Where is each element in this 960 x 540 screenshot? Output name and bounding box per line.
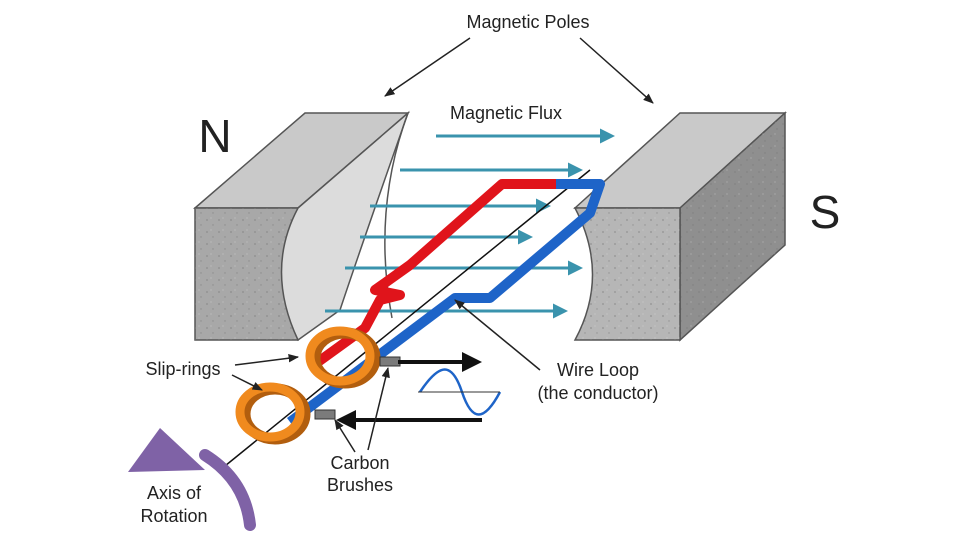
- label-magnetic-poles: Magnetic Poles: [466, 12, 589, 32]
- rotation-axis-line: [219, 169, 591, 471]
- label-brushes: Brushes: [327, 475, 393, 495]
- south-pole-magnet: [573, 111, 787, 342]
- label-axis-of: Axis of: [147, 483, 202, 503]
- slip-ring-front-face: [235, 382, 305, 442]
- leader-brush-upper: [367, 366, 390, 451]
- curved-arrow-icon: [128, 428, 256, 531]
- label-south-pole: S: [810, 186, 841, 238]
- leader-wire-loop: [454, 299, 541, 371]
- label-rotation: Rotation: [140, 506, 207, 526]
- label-magnetic-flux: Magnetic Flux: [450, 103, 562, 123]
- leader-lines: [231, 37, 654, 453]
- slip-rings: [235, 326, 381, 445]
- leader-slip-lower: [231, 374, 263, 391]
- leader-poles-right: [579, 37, 654, 104]
- wire-red-segment: [315, 179, 556, 367]
- label-wire-loop: Wire Loop: [557, 360, 639, 380]
- label-wire-loop-sub: (the conductor): [537, 383, 658, 403]
- label-north-pole: N: [198, 110, 231, 162]
- wire-loop: [286, 179, 605, 426]
- leader-poles-left: [384, 37, 471, 97]
- north-pole-magnet: [192, 110, 411, 342]
- carbon-brush: [379, 356, 401, 367]
- wire-blue-segment: [286, 179, 605, 426]
- magnetic-flux-arrows: [325, 128, 615, 319]
- leader-brush-lower: [334, 419, 356, 453]
- label-slip-rings: Slip-rings: [145, 359, 220, 379]
- slip-ring-back-face: [305, 326, 375, 386]
- carbon-brush: [314, 409, 336, 420]
- current-arrows: [336, 352, 482, 430]
- label-carbon: Carbon: [330, 453, 389, 473]
- leader-slip-upper: [234, 354, 300, 366]
